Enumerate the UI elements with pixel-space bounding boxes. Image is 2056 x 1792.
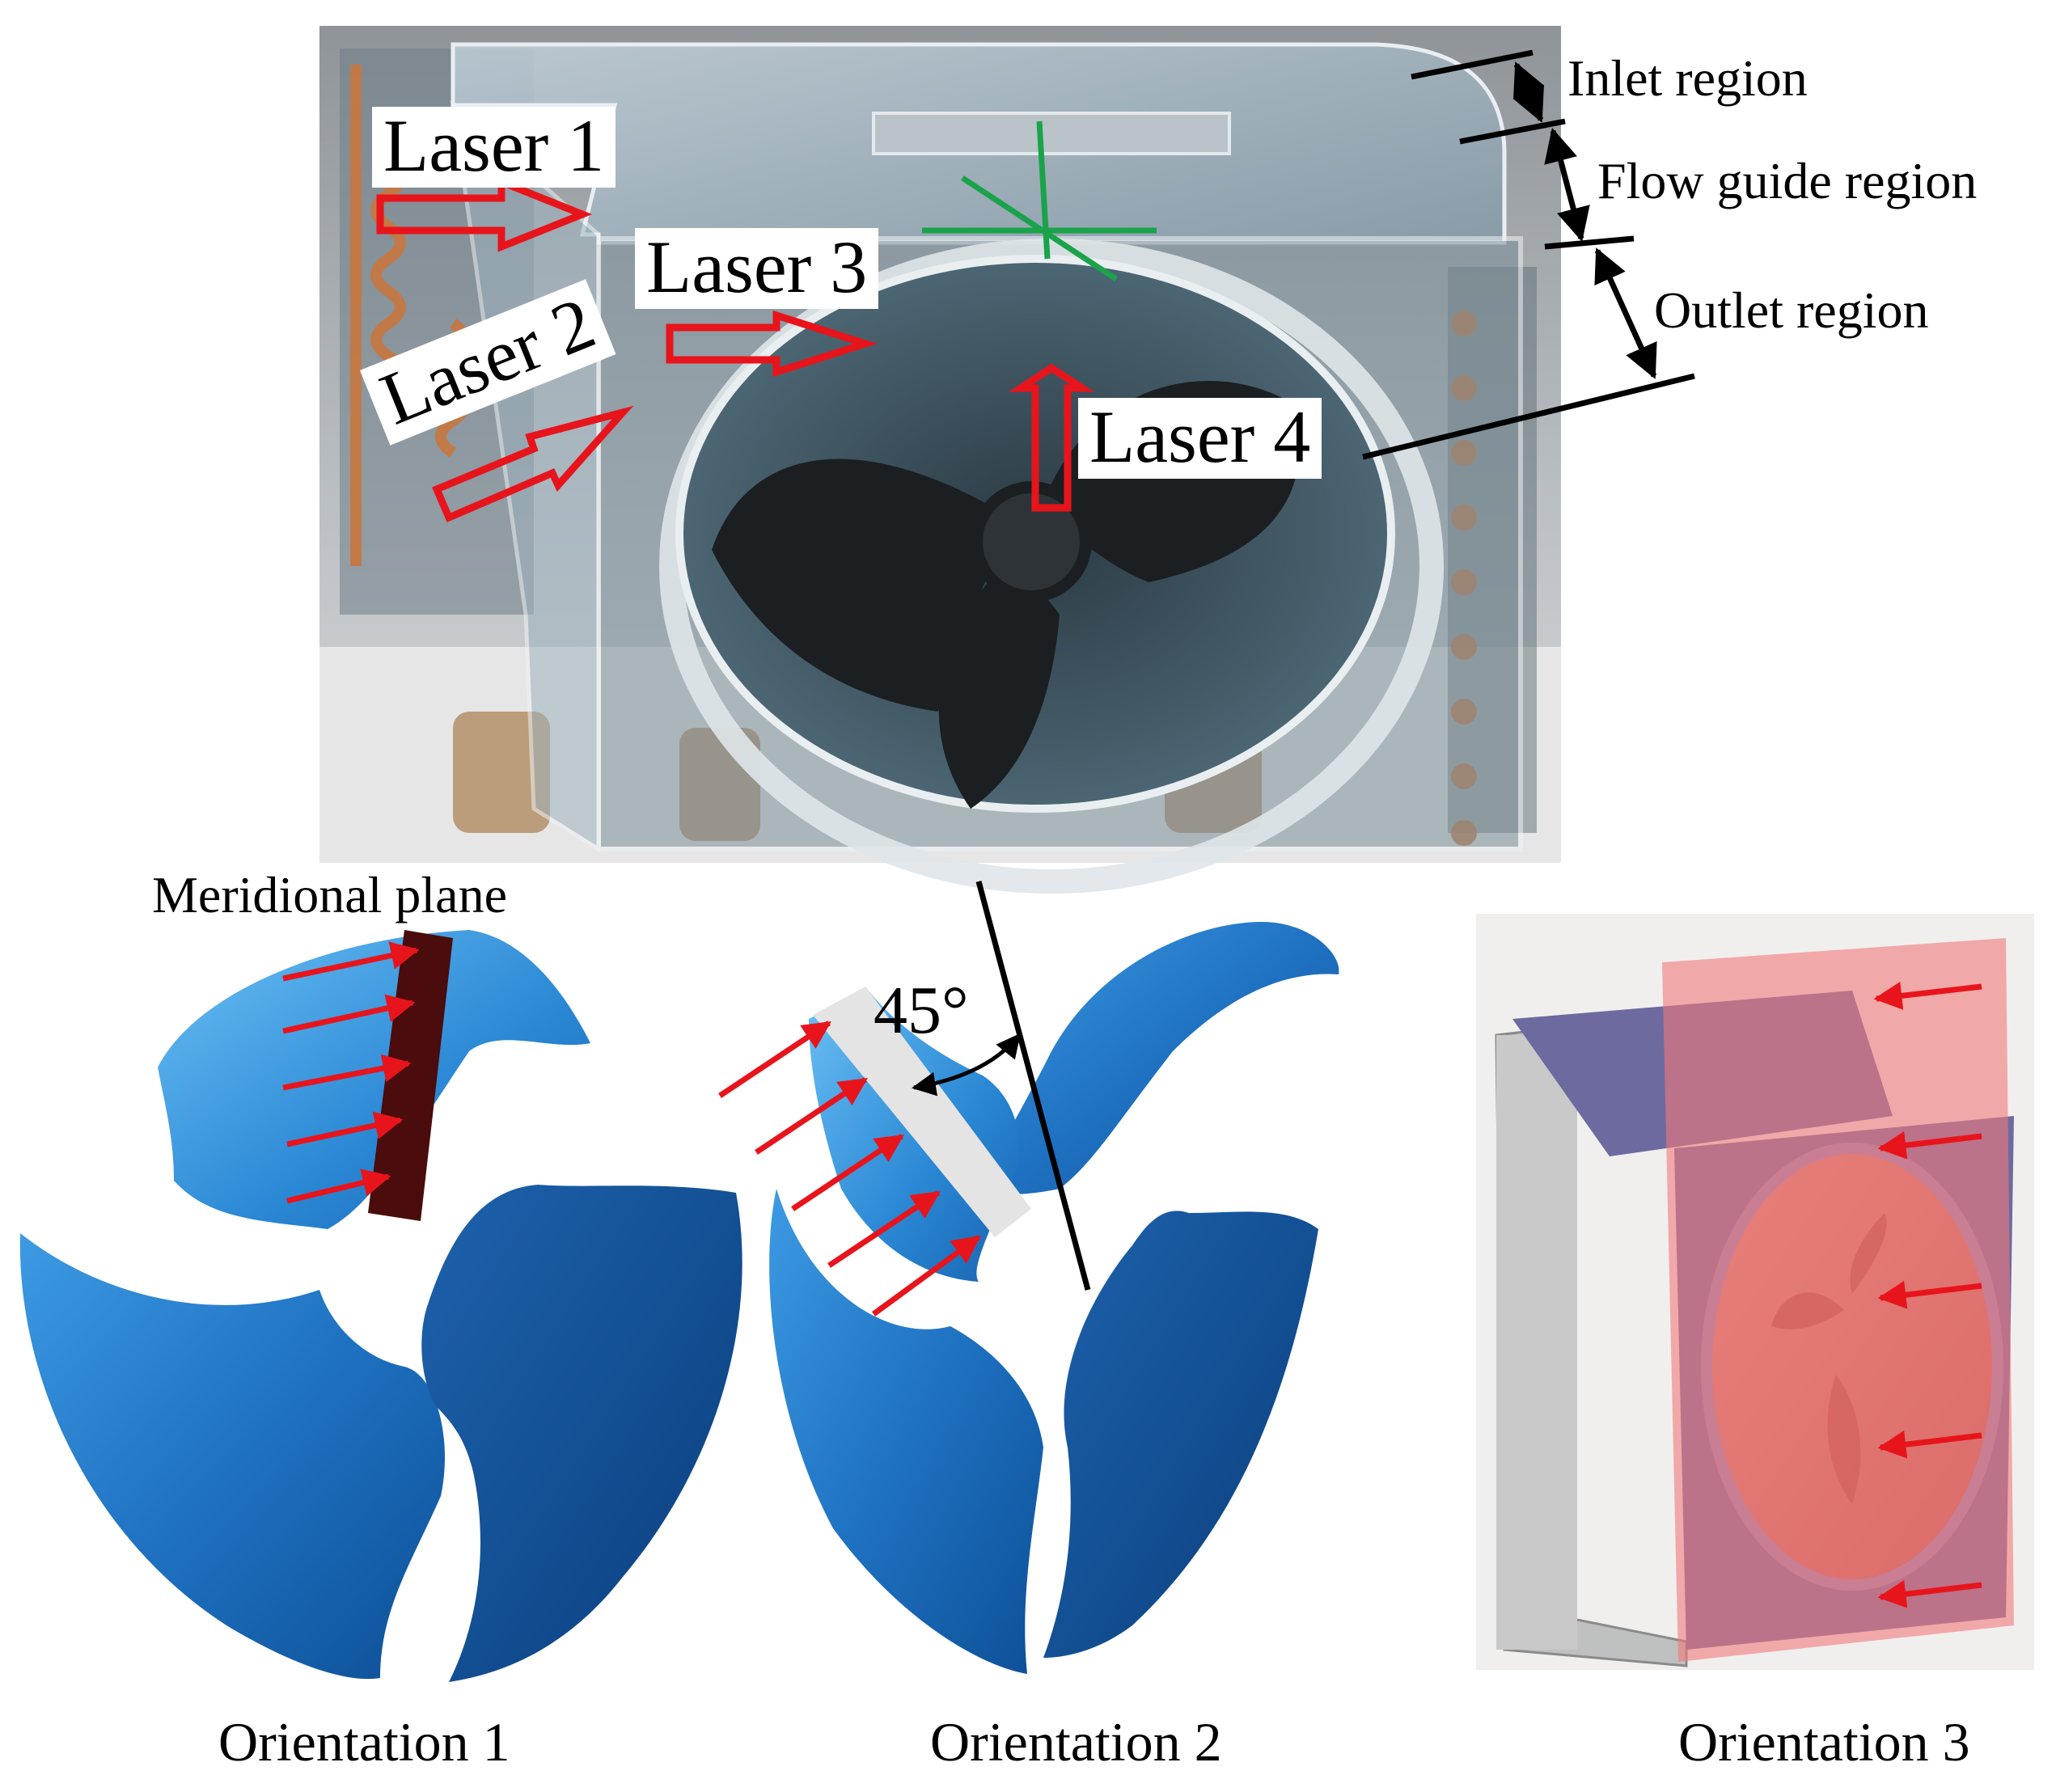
meridional-plane-label: Meridional plane (152, 866, 507, 923)
orientation-1-fan (19, 930, 742, 1682)
orientation-1-caption: Orientation 1 (218, 1711, 510, 1773)
flow-guide-region-label: Flow guide region (1597, 152, 1978, 209)
orientation-3-model (1476, 914, 2034, 1670)
orientation-3-caption: Orientation 3 (1678, 1711, 1970, 1773)
orientation-2-caption: Orientation 2 (930, 1711, 1222, 1773)
orientation-2-fan (718, 881, 1339, 1674)
laser-1-label: Laser 1 (372, 107, 616, 188)
angle-45-label: 45° (874, 973, 969, 1048)
laser-4-label: Laser 4 (1078, 398, 1322, 479)
laser-3-label: Laser 3 (635, 228, 879, 309)
outlet-region-label: Outlet region (1654, 281, 1929, 339)
inlet-region-label: Inlet region (1567, 49, 1808, 107)
